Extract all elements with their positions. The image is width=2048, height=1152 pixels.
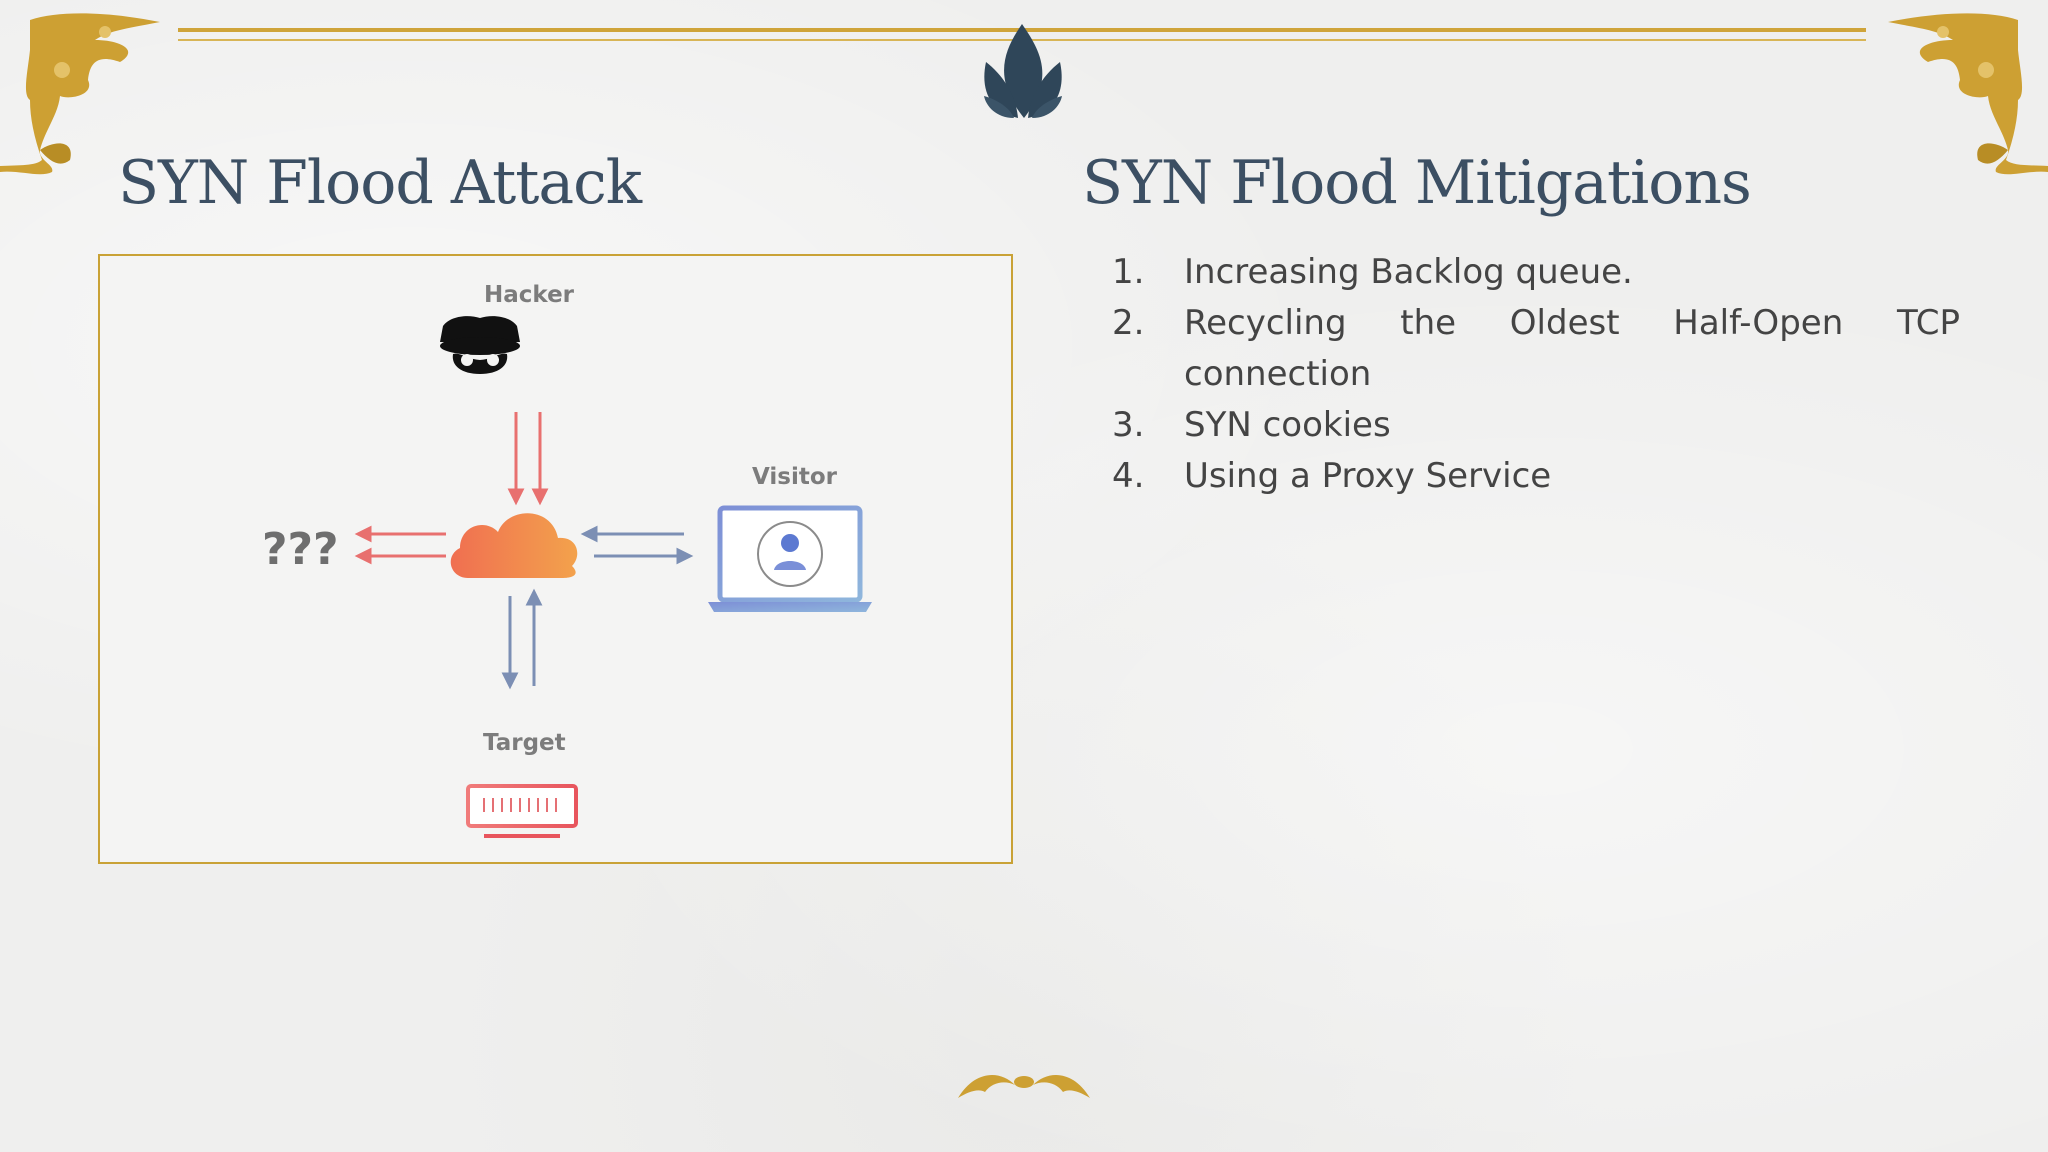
- mitigations-list: 1. Increasing Backlog queue. 2. Recyclin…: [1112, 247, 1960, 502]
- hacker-arrows: [507, 412, 549, 506]
- list-item: 1. Increasing Backlog queue.: [1112, 247, 1960, 298]
- list-number: 3.: [1112, 405, 1145, 445]
- server-icon: [466, 784, 578, 838]
- list-item: 4. Using a Proxy Service: [1112, 451, 1960, 502]
- diagram-graphics: [354, 316, 872, 838]
- lotus-icon: [984, 24, 1062, 118]
- list-number: 1.: [1112, 252, 1145, 292]
- corner-ornament-top-right: [1888, 13, 2048, 175]
- target-arrows: [501, 588, 543, 690]
- corner-ornament-top-left: [0, 13, 160, 175]
- laptop-icon: [708, 505, 872, 612]
- bottom-ornament: [958, 1075, 1090, 1098]
- slide-title-left: SYN Flood Attack: [118, 148, 642, 218]
- syn-flood-diagram: Hacker Visitor Target ???: [98, 254, 1013, 864]
- list-item: 3. SYN cookies: [1112, 400, 1960, 451]
- label-target: Target: [483, 730, 566, 756]
- hacker-icon: [440, 316, 520, 374]
- visitor-arrows: [580, 525, 694, 565]
- slide-title-right: SYN Flood Mitigations: [1082, 148, 1752, 218]
- list-item: 2. Recycling the Oldest Half-Open TCP co…: [1112, 298, 1960, 400]
- list-text: Recycling the Oldest Half-Open TCP conne…: [1184, 303, 1960, 394]
- list-text: Increasing Backlog queue.: [1184, 252, 1633, 292]
- unknown-arrows: [354, 525, 446, 565]
- list-number: 2.: [1112, 303, 1145, 343]
- label-unknown: ???: [262, 524, 339, 575]
- list-text: Using a Proxy Service: [1184, 456, 1552, 496]
- list-number: 4.: [1112, 456, 1145, 496]
- label-hacker: Hacker: [484, 282, 575, 308]
- label-visitor: Visitor: [752, 464, 837, 490]
- list-text: SYN cookies: [1184, 405, 1391, 445]
- cloud-icon: [450, 513, 578, 578]
